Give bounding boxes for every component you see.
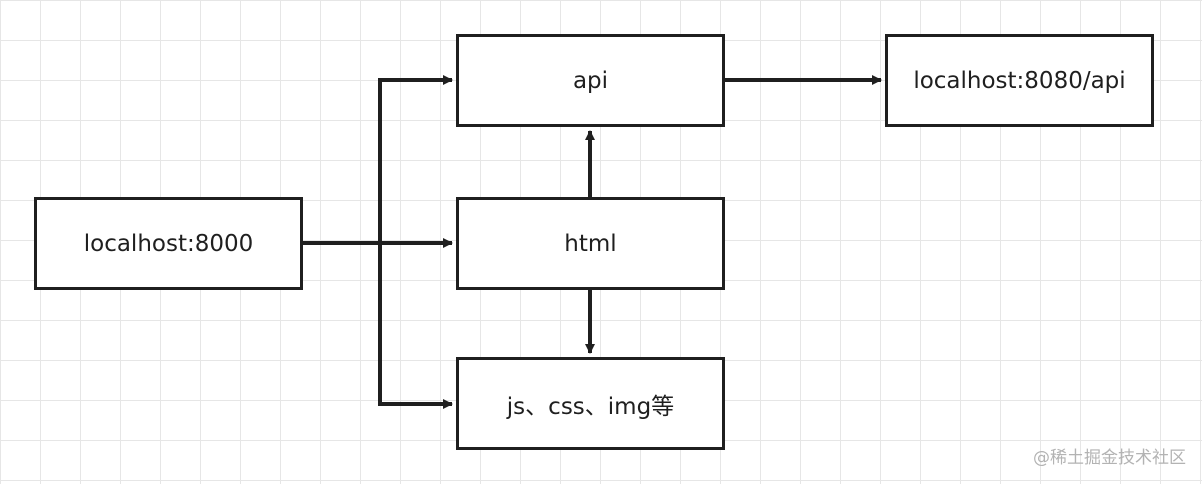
node-label: html <box>564 230 617 257</box>
node-label: localhost:8080/api <box>913 67 1126 94</box>
node-static-assets: js、css、img等 <box>456 357 725 450</box>
node-localhost-8080-api: localhost:8080/api <box>885 34 1154 127</box>
node-label: localhost:8000 <box>83 230 254 257</box>
node-html: html <box>456 197 725 290</box>
watermark: @稀土掘金技术社区 <box>1033 448 1186 468</box>
node-label: js、css、img等 <box>506 393 675 420</box>
node-api: api <box>456 34 725 127</box>
node-label: api <box>572 67 609 94</box>
node-localhost-8000: localhost:8000 <box>34 197 303 290</box>
